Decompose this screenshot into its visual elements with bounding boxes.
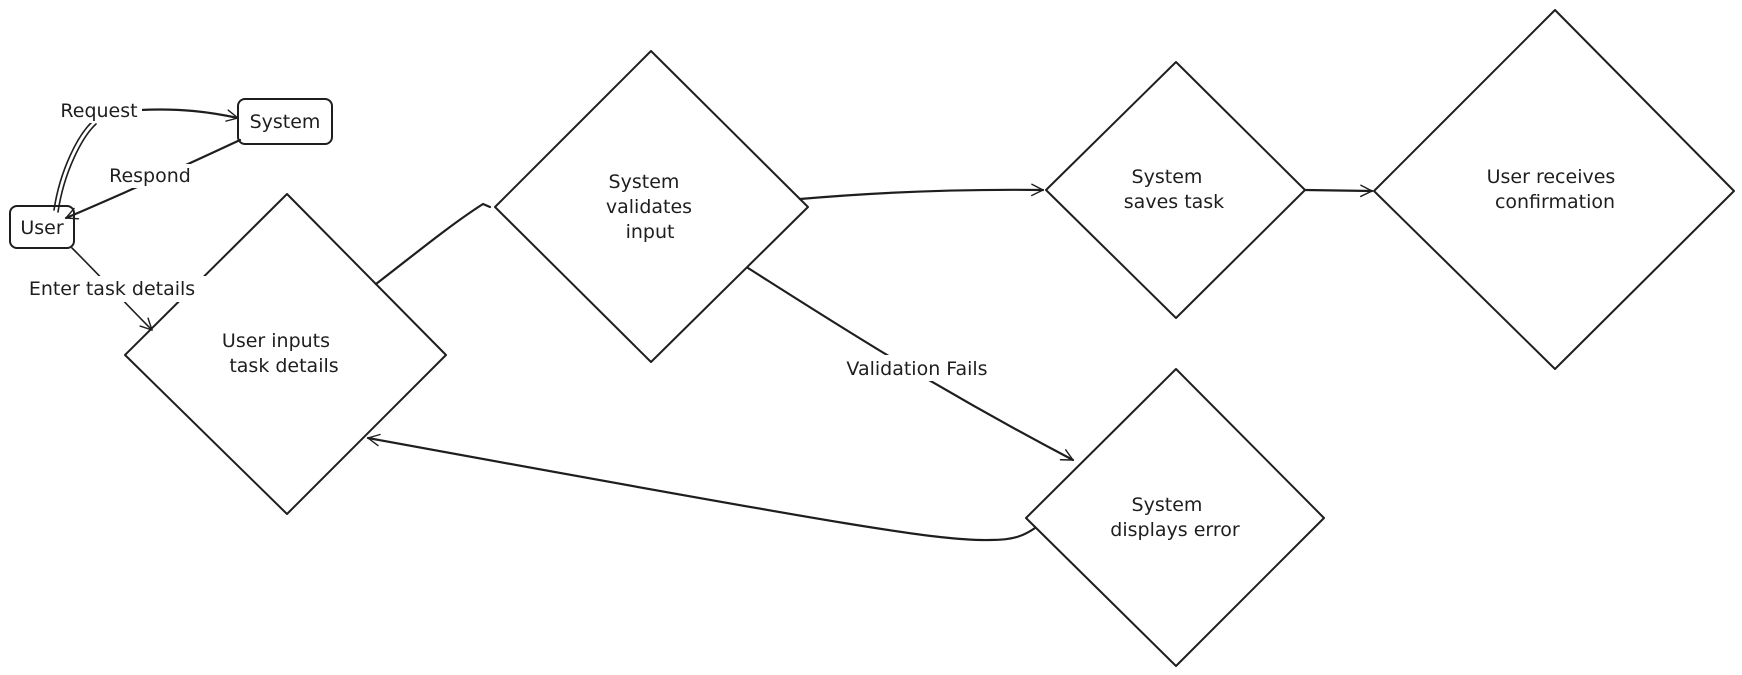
displays-error-label: System displays error	[1110, 494, 1240, 541]
confirmation-node[interactable]: User receives confirmation	[1373, 9, 1735, 370]
saves-diamond	[1045, 61, 1306, 319]
user-inputs-node[interactable]: User inputs task details	[124, 193, 447, 515]
error-return-edge[interactable]	[366, 433, 1037, 542]
system-box-label: System	[250, 111, 321, 133]
confirmation-diamond	[1373, 9, 1735, 370]
request-label: Request	[60, 100, 137, 122]
user-box-node[interactable]: User	[9, 205, 75, 249]
validates-label: System validates input	[606, 171, 698, 243]
system-box-node[interactable]: System	[237, 98, 333, 145]
user-inputs-label: User inputs task details	[222, 330, 339, 377]
enter-task-details-label-bg	[16, 276, 208, 302]
request-edge[interactable]	[53, 121, 93, 211]
validates-node[interactable]: System validates input	[494, 50, 809, 363]
validation-fails-label-bg	[838, 355, 996, 381]
inputs-to-validate-edge[interactable]	[374, 202, 492, 286]
validation-fails-label: Validation Fails	[846, 358, 987, 380]
user-box-shape	[9, 205, 75, 249]
displays-error-node[interactable]: System displays error	[1025, 368, 1325, 667]
validates-diamond	[494, 50, 809, 363]
respond-label: Respond	[109, 165, 191, 187]
save-to-confirm-edge[interactable]	[1303, 184, 1374, 198]
system-box-shape	[237, 98, 333, 145]
user-box-label: User	[20, 217, 63, 239]
respond-label-bg	[108, 164, 194, 188]
saves-label: System saves task	[1124, 166, 1224, 213]
enter-task-details-label: Enter task details	[29, 278, 195, 300]
confirmation-label: User receives confirmation	[1487, 166, 1622, 213]
displays-error-diamond	[1025, 368, 1325, 667]
saves-node[interactable]: System saves task	[1045, 61, 1306, 319]
edge-labels: Request Respond Enter task details Valid…	[16, 99, 996, 381]
request-edge-double	[57, 123, 97, 213]
user-inputs-diamond	[124, 193, 447, 515]
request-arrow[interactable]	[138, 108, 240, 122]
validate-to-save-edge[interactable]	[798, 183, 1045, 201]
request-label-bg	[56, 99, 142, 123]
